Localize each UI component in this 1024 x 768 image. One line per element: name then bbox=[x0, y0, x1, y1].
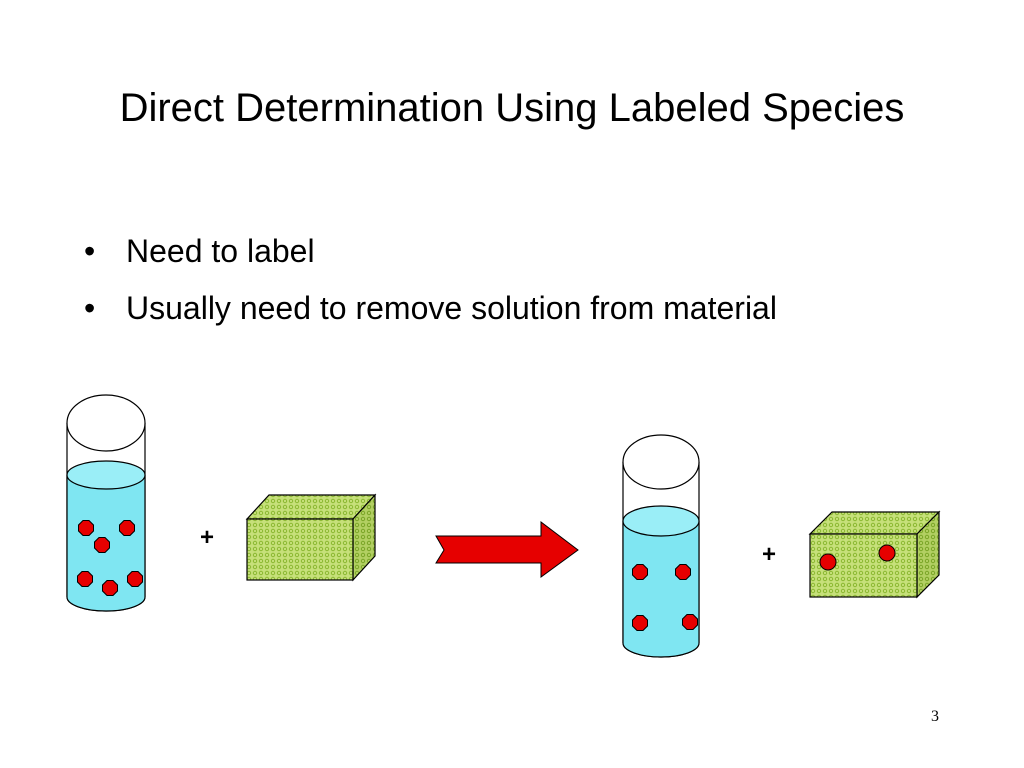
page-number: 3 bbox=[931, 708, 939, 725]
bullet-icon: • bbox=[84, 290, 96, 326]
bullet-item: • Need to label bbox=[84, 232, 864, 271]
bullet-text: Need to label bbox=[126, 233, 315, 269]
right-beaker bbox=[622, 434, 700, 658]
right-solution bbox=[622, 521, 700, 658]
bullet-list: • Need to label • Usually need to remove… bbox=[84, 232, 864, 346]
left-material-block bbox=[245, 493, 377, 582]
bullet-text: Usually need to remove solution from mat… bbox=[126, 290, 777, 326]
bullet-item: • Usually need to remove solution from m… bbox=[84, 289, 864, 328]
left-beaker bbox=[66, 394, 146, 612]
right-plus-sign: + bbox=[761, 541, 776, 568]
adsorbed-label-dots bbox=[819, 544, 896, 571]
slide-title: Direct Determination Using Labeled Speci… bbox=[119, 86, 905, 130]
bullet-icon: • bbox=[84, 233, 96, 269]
reaction-arrow bbox=[435, 520, 579, 578]
right-material-block bbox=[808, 510, 941, 599]
left-plus-sign: + bbox=[199, 524, 214, 551]
